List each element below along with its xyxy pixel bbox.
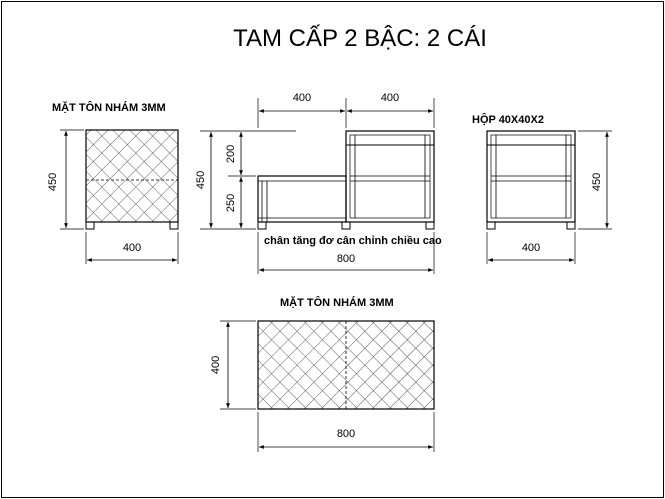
side-total-length: 800 xyxy=(337,253,355,265)
back-foot-right xyxy=(566,221,576,230)
top-panel-hatch xyxy=(257,320,435,410)
adjust-feet-note: chân tăng đơ cân chỉnh chiều cao xyxy=(264,235,442,247)
page-title: TAM CẤP 2 BẬC: 2 CÁI xyxy=(233,24,487,52)
box-section-label: HỘP 40X40X2 xyxy=(472,113,544,126)
side-step-width-2: 400 xyxy=(381,92,399,104)
front-panel-hatch xyxy=(85,129,179,223)
side-upper-height: 200 xyxy=(225,145,237,163)
top-depth-dim: 400 xyxy=(210,356,222,374)
side-foot-3 xyxy=(425,221,435,230)
side-view: 400 400 450 200 250 chân tăng đơ cân chỉ… xyxy=(195,92,442,274)
back-height-dim: 450 xyxy=(591,173,603,191)
front-surface-label: MẶT TÔN NHÁM 3MM xyxy=(52,101,166,114)
side-step-width-1: 400 xyxy=(293,92,311,104)
front-width-dim: 400 xyxy=(123,242,141,254)
top-surface-label: MẶT TÔN NHÁM 3MM xyxy=(280,296,394,309)
side-total-height: 450 xyxy=(195,171,207,189)
back-frame xyxy=(486,130,576,223)
side-foot-1 xyxy=(257,221,267,230)
back-view: HỘP 40X40X2 450 400 xyxy=(472,113,612,264)
front-height-dim: 450 xyxy=(47,173,59,191)
side-foot-2 xyxy=(341,221,351,230)
back-foot-left xyxy=(486,221,496,230)
back-width-dim: 400 xyxy=(522,242,540,254)
top-view: MẶT TÔN NHÁM 3MM 400 800 xyxy=(210,296,435,452)
lower-step-frame xyxy=(257,175,347,223)
top-length-dim: 800 xyxy=(337,428,355,440)
front-foot-right xyxy=(169,221,179,230)
front-view: MẶT TÔN NHÁM 3MM 450 400 xyxy=(47,101,179,264)
side-lower-height: 250 xyxy=(225,194,237,212)
front-foot-left xyxy=(85,221,95,230)
